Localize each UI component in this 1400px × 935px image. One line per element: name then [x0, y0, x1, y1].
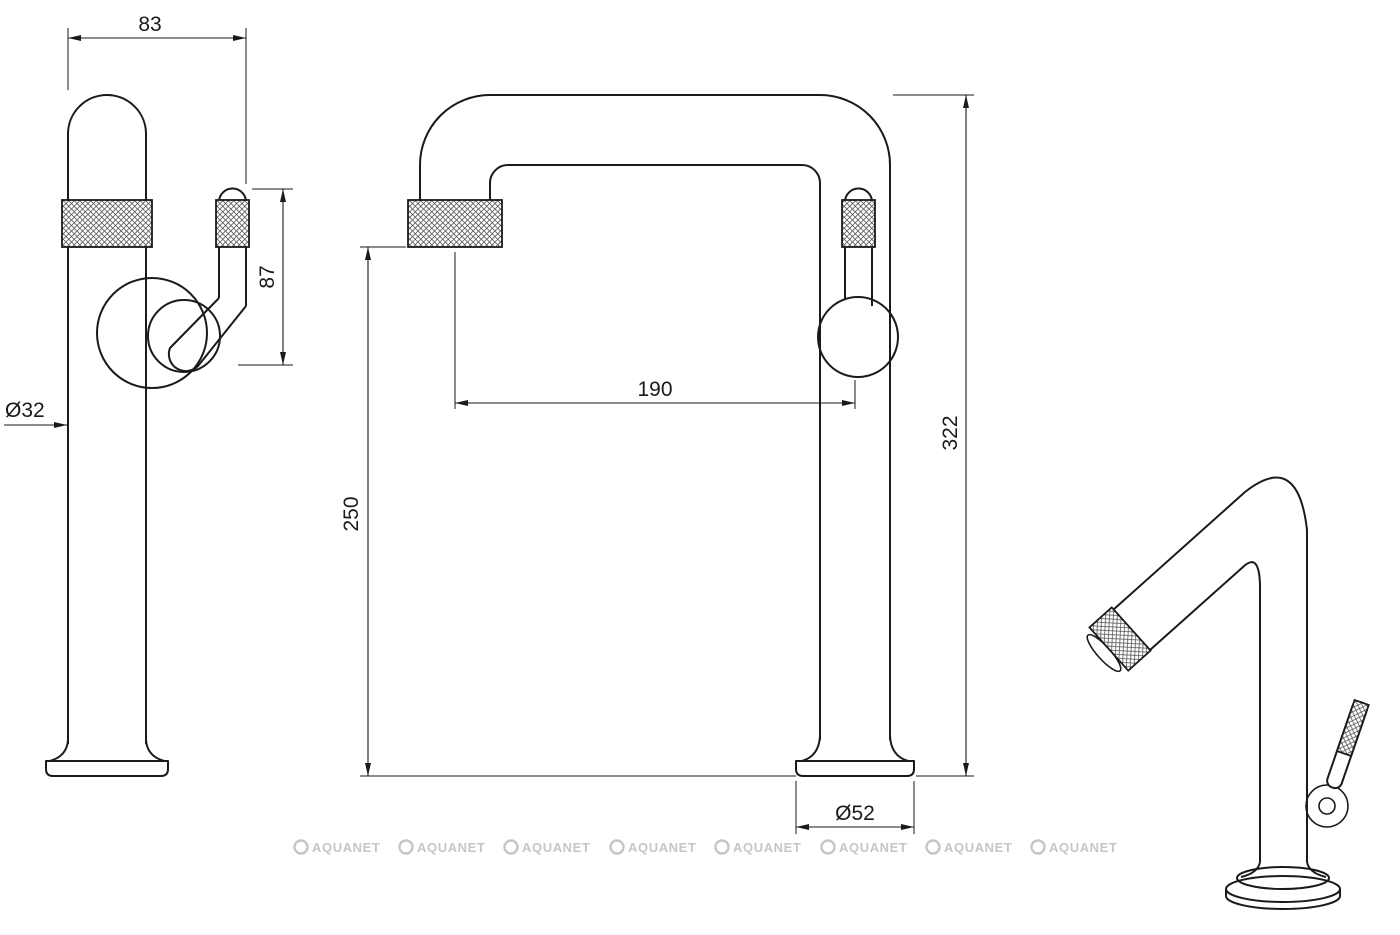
watermark-text: AQUANET [839, 840, 907, 855]
front-tube-inner [489, 164, 821, 740]
watermark-text: AQUANET [628, 840, 696, 855]
side-valve-cartridge [147, 299, 221, 373]
watermark-text: AQUANET [522, 840, 590, 855]
watermark-text: AQUANET [1049, 840, 1117, 855]
dimension-83: 83 [67, 13, 247, 184]
watermark-row: AQUANET AQUANET AQUANET AQUANET AQUANET … [293, 839, 1117, 855]
watermark-logo-icon [503, 839, 519, 855]
side-handle-knurl-band [215, 199, 250, 248]
watermark-text: AQUANET [312, 840, 380, 855]
watermark: AQUANET [925, 839, 1012, 855]
dimension-label: Ø52 [835, 802, 875, 825]
watermark-logo-icon [925, 839, 941, 855]
perspective-spout-knurl-band [1088, 606, 1152, 672]
side-lever-arm [167, 297, 247, 373]
watermark: AQUANET [714, 839, 801, 855]
watermark-text: AQUANET [733, 840, 801, 855]
front-handle-rod [844, 187, 873, 306]
front-valve-body [817, 296, 899, 378]
perspective-spout-upper-edge [1112, 476, 1327, 878]
side-valve-body [96, 277, 208, 389]
watermark-logo-icon [1030, 839, 1046, 855]
watermark-text: AQUANET [944, 840, 1012, 855]
dimension-label: Ø32 [5, 399, 45, 422]
perspective-view [1086, 476, 1370, 910]
side-handle-rod [218, 187, 247, 306]
side-view [45, 94, 250, 777]
side-base-plate [45, 760, 169, 777]
side-base-flare [49, 739, 165, 762]
dimension-diameter-32: Ø32 [4, 399, 67, 428]
dimension-label: 250 [340, 496, 363, 531]
watermark-logo-icon [293, 839, 309, 855]
watermark: AQUANET [398, 839, 485, 855]
watermark: AQUANET [1030, 839, 1117, 855]
watermark: AQUANET [503, 839, 590, 855]
dimension-250: 250 [340, 246, 796, 777]
dimension-label: 83 [138, 13, 161, 36]
front-spout-knurl-band [407, 199, 503, 248]
dimension-label: 322 [939, 415, 962, 450]
dimension-label: 87 [256, 265, 279, 288]
watermark: AQUANET [609, 839, 696, 855]
front-handle-knurl-band [841, 199, 876, 248]
dimension-diameter-52: Ø52 [795, 781, 915, 834]
dimension-87: 87 [238, 188, 293, 366]
front-base-plate [795, 760, 915, 777]
perspective-handle-pivot-inner [1318, 797, 1336, 815]
front-tube-outer [419, 94, 891, 740]
perspective-base-rim [1236, 866, 1330, 890]
watermark: AQUANET [293, 839, 380, 855]
side-spout-knurl-band [61, 199, 153, 248]
side-tube-outline [67, 94, 147, 744]
front-base-flare [801, 735, 909, 762]
watermark-logo-icon [609, 839, 625, 855]
perspective-spout-lower-edge [1149, 561, 1261, 878]
perspective-handle-pivot [1305, 784, 1349, 828]
watermark: AQUANET [820, 839, 907, 855]
watermark-logo-icon [820, 839, 836, 855]
dimension-190: 190 [454, 252, 856, 409]
perspective-handle-rod [1326, 698, 1370, 790]
front-view [407, 94, 915, 777]
watermark-logo-icon [398, 839, 414, 855]
watermark-text: AQUANET [417, 840, 485, 855]
dimension-label: 190 [637, 378, 672, 401]
perspective-base-plate-thickness [1225, 889, 1341, 910]
dimension-322: 322 [893, 94, 974, 777]
watermark-logo-icon [714, 839, 730, 855]
